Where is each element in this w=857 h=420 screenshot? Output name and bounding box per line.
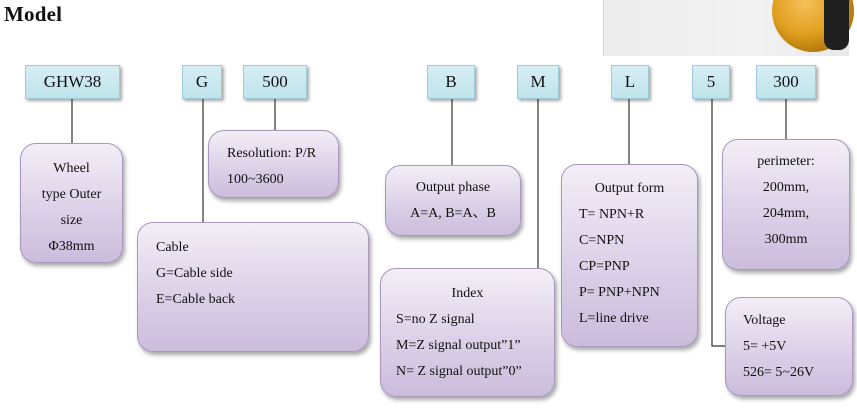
index-line-1: Index xyxy=(451,286,484,301)
page-title: Model xyxy=(4,2,63,26)
connector-voltage xyxy=(711,99,725,347)
wheel-line-1: Wheel xyxy=(53,161,90,176)
phase-line-1: Output phase xyxy=(415,180,491,195)
index-line-4: N= Z signal output”0” xyxy=(396,364,522,379)
wheel-size-box: Wheel type Outer size Φ38mm xyxy=(20,143,123,263)
cable-line-3: E=Cable back xyxy=(156,292,236,307)
form-line-2: T= NPN+R xyxy=(579,207,645,222)
form-line-1: Output form xyxy=(594,181,665,196)
resolution-line-1: Resolution: P/R xyxy=(227,146,317,161)
output-form-box: Output form T= NPN+R C=NPN CP=PNP P= PNP… xyxy=(561,164,698,347)
code-box-resolution: 500 xyxy=(243,65,307,99)
index-box: Index S=no Z signal M=Z signal output”1”… xyxy=(380,268,555,397)
perimeter-line-4: 300mm xyxy=(764,232,808,247)
voltage-line-3: 526= 5~26V xyxy=(743,365,815,380)
perimeter-box: perimeter: 200mm, 204mm, 300mm xyxy=(722,139,850,270)
perimeter-line-2: 200mm, xyxy=(762,180,810,195)
wheel-line-3: size xyxy=(60,213,83,228)
voltage-line-1: Voltage xyxy=(743,313,786,328)
code-box-g: G xyxy=(182,65,222,99)
resolution-box: Resolution: P/R 100~3600 xyxy=(208,130,339,198)
code-box-b: B xyxy=(427,65,475,99)
code-box-l: L xyxy=(611,65,649,99)
index-line-2: S=no Z signal xyxy=(396,312,475,327)
cable-line-2: G=Cable side xyxy=(156,266,233,281)
wheel-line-4: Φ38mm xyxy=(48,239,95,254)
output-phase-box: Output phase A=A, B=A、B xyxy=(385,165,521,236)
form-line-6: L=line drive xyxy=(579,311,649,326)
wheel-line-2: type Outer xyxy=(41,187,102,202)
voltage-box: Voltage 5= +5V 526= 5~26V xyxy=(725,297,853,396)
perimeter-line-3: 204mm, xyxy=(762,206,810,221)
form-line-3: C=NPN xyxy=(579,233,625,248)
wheel-tire-image xyxy=(824,0,849,50)
code-box-m: M xyxy=(517,65,559,99)
cable-box: Cable G=Cable side E=Cable back xyxy=(137,222,369,352)
phase-line-2: A=A, B=A、B xyxy=(410,206,496,221)
code-box-voltage: 5 xyxy=(692,65,730,99)
product-photo xyxy=(603,0,854,56)
code-box-perimeter: 300 xyxy=(756,65,816,99)
cable-line-1: Cable xyxy=(156,240,189,255)
code-box-ghw38: GHW38 xyxy=(25,65,120,99)
form-line-5: P= PNP+NPN xyxy=(579,285,660,300)
voltage-line-2: 5= +5V xyxy=(743,339,787,354)
form-line-4: CP=PNP xyxy=(579,259,630,274)
index-line-3: M=Z signal output”1” xyxy=(396,338,521,353)
resolution-line-2: 100~3600 xyxy=(227,172,284,187)
perimeter-line-1: perimeter: xyxy=(757,154,815,169)
